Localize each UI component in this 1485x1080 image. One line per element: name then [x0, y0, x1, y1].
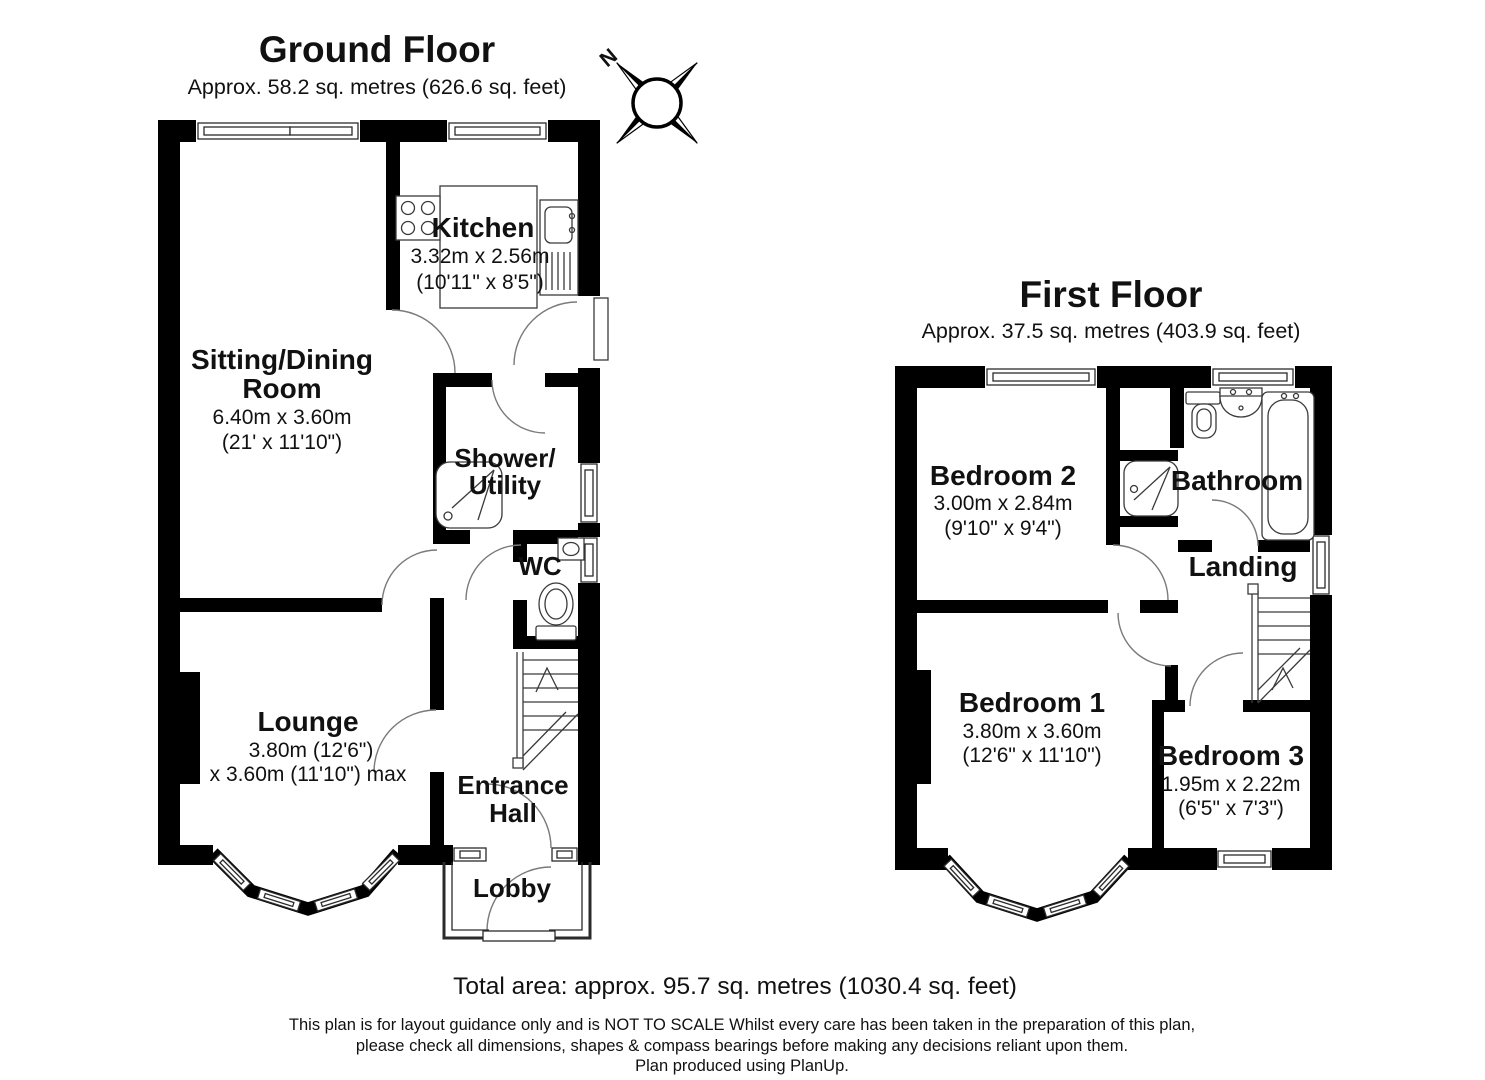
disclaimer-line2: please check all dimensions, shapes & co… — [356, 1037, 1128, 1055]
total-area-label: Total area: approx. 95.7 sq. metres (103… — [453, 973, 1017, 1000]
first-floor-plan — [895, 366, 1332, 922]
lobby-porch — [442, 862, 592, 942]
lounge-dim-line1: 3.80m (12'6") — [249, 739, 374, 762]
stairs-up-arrow — [1271, 666, 1294, 691]
wc-toilet — [535, 582, 577, 641]
first-floor-doors — [1112, 499, 1259, 707]
shower-utility-window — [580, 463, 598, 523]
compass-north-label: N — [596, 44, 622, 71]
wc-basin — [557, 537, 585, 561]
kitchen-door-arc — [391, 309, 456, 374]
chimney-breast-lounge — [158, 672, 200, 784]
shower-utility-door-arc — [491, 379, 546, 434]
sitting-room-label-line2: Room — [242, 373, 321, 404]
first-floor-stairs — [1247, 583, 1311, 704]
bedroom2-label: Bedroom 2 — [930, 460, 1076, 491]
lounge-label: Lounge — [257, 706, 358, 737]
wc-door-arc — [465, 544, 522, 601]
shower-utility-label-line1: Shower/ — [454, 443, 555, 473]
bedroom1-door-arc — [1117, 612, 1172, 667]
landing-label: Landing — [1189, 551, 1298, 582]
chimney-breast-bedroom1 — [895, 670, 931, 784]
lounge-dim-line2: x 3.60m (11'10") max — [210, 763, 407, 786]
hall-to-lobby-door-arc — [486, 783, 552, 849]
bedroom3-dim-metric: 1.95m x 2.22m — [1162, 773, 1301, 796]
entrance-hall-label-line2: Hall — [489, 798, 537, 828]
bathroom-label: Bathroom — [1171, 465, 1303, 496]
ground-floor-title: Ground Floor — [259, 29, 495, 70]
first-floor-title: First Floor — [1020, 274, 1203, 315]
bedroom3-dim-imperial: (6'5" x 7'3") — [1178, 797, 1284, 820]
kitchen-external-door — [513, 297, 609, 366]
bathroom-window — [1212, 368, 1294, 386]
ground-floor-plan — [158, 120, 609, 942]
shower-tray — [435, 461, 503, 529]
bathroom-door-arc — [1211, 499, 1259, 547]
sitting-room-dim-imperial: (21' x 11'10") — [222, 431, 342, 454]
ground-floor-doors — [373, 297, 609, 932]
hall-front-windows — [453, 847, 578, 862]
bedroom3-window — [1217, 850, 1272, 868]
bedroom2-door-arc — [1112, 544, 1169, 601]
bedroom2-dim-metric: 3.00m x 2.84m — [934, 492, 1073, 515]
kitchen-window — [448, 122, 547, 140]
bedroom3-label: Bedroom 3 — [1158, 740, 1304, 771]
wc-label: WC — [518, 551, 562, 581]
bedroom1-label: Bedroom 1 — [959, 687, 1105, 718]
front-door-arc — [486, 866, 552, 932]
compass-rose: N — [596, 44, 698, 144]
sitting-room-dim-metric: 6.40m x 3.60m — [213, 406, 352, 429]
entrance-hall-label-line1: Entrance — [457, 770, 568, 800]
wc-fixtures — [535, 537, 585, 641]
kitchen-sink — [539, 199, 579, 296]
first-floor-subtitle: Approx. 37.5 sq. metres (403.9 sq. feet) — [922, 319, 1301, 343]
sitting-room-label-line1: Sitting/Dining — [191, 344, 373, 375]
kitchen-counter — [439, 185, 538, 309]
lobby-label: Lobby — [473, 873, 552, 903]
bathroom-fixtures — [1123, 387, 1315, 541]
first-floor-interior-walls — [895, 388, 1330, 848]
sitting-room-window — [197, 122, 359, 140]
bedroom1-dim-imperial: (12'6" x 11'10") — [962, 744, 1101, 767]
kitchen-dim-metric: 3.32m x 2.56m — [411, 245, 550, 268]
first-floor-shower-tray — [1123, 460, 1179, 517]
bathroom-toilet — [1185, 391, 1221, 439]
first-floor-outer-walls — [895, 366, 1332, 870]
kitchen-fixtures — [395, 185, 579, 309]
bedroom1-bay-window — [940, 854, 1134, 922]
lounge-door-arc — [373, 709, 437, 773]
sitting-room-door-arc — [381, 549, 438, 606]
bedroom1-dim-metric: 3.80m x 3.60m — [963, 720, 1102, 743]
kitchen-dim-imperial: (10'11" x 8'5") — [416, 271, 544, 294]
bedroom3-door-arc — [1189, 652, 1244, 707]
hob — [395, 195, 441, 241]
shower-utility-label-line2: Utility — [469, 470, 542, 500]
ground-floor-stairs — [512, 652, 579, 771]
disclaimer-line1: This plan is for layout guidance only an… — [289, 1016, 1195, 1034]
bedroom2-dim-imperial: (9'10" x 9'4") — [944, 517, 1061, 540]
ground-floor-subtitle: Approx. 58.2 sq. metres (626.6 sq. feet) — [188, 75, 567, 99]
front-door-threshold — [482, 930, 556, 942]
bedroom2-window — [986, 368, 1096, 386]
bathroom-basin — [1219, 387, 1263, 418]
disclaimer-line3: Plan produced using PlanUp. — [635, 1057, 849, 1075]
stairs-up-arrow — [535, 666, 559, 693]
lounge-bay-window — [208, 848, 403, 916]
ground-floor-outer-walls — [158, 120, 600, 865]
landing-window — [1312, 535, 1330, 595]
kitchen-label: Kitchen — [432, 212, 535, 243]
bathtub — [1261, 391, 1315, 541]
